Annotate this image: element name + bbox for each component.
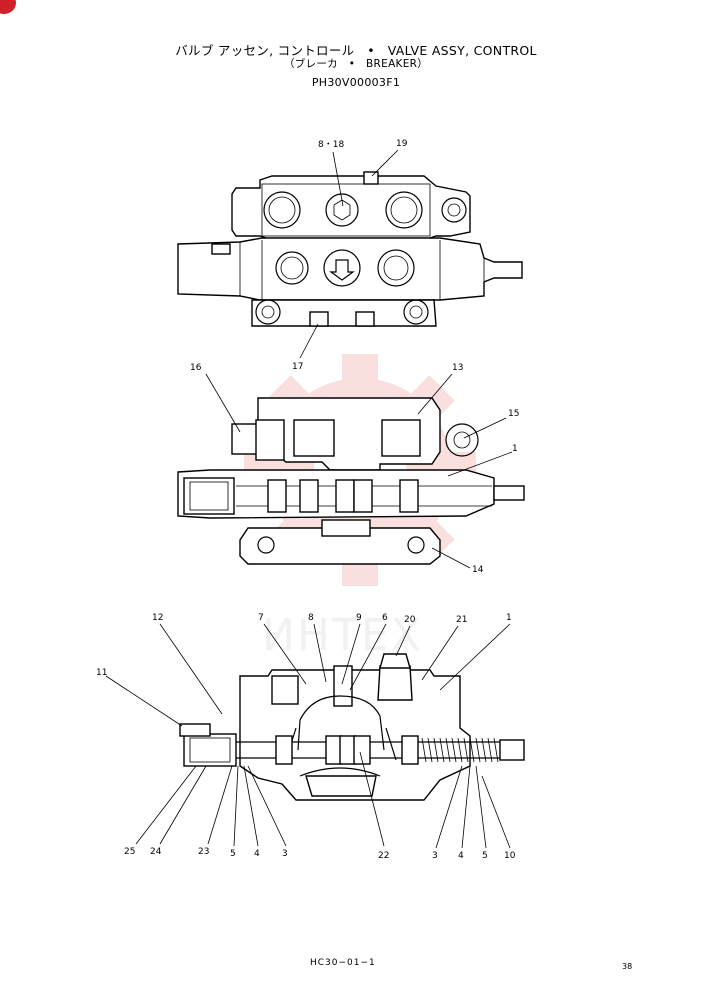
part-code: PH30V00003F1 — [311, 76, 401, 89]
title-line: バルブ アッセン, コントロール • VALVE ASSY, CONTROL — [175, 43, 537, 58]
callout-14: 14 — [472, 565, 484, 575]
callout-15: 15 — [508, 409, 519, 419]
page-number: 38 — [622, 962, 633, 971]
callout-3b: 3 — [432, 851, 438, 861]
middle-view: 16 13 15 1 14 — [177, 363, 525, 575]
callout-8: 8 — [308, 613, 314, 623]
callout-5a: 5 — [230, 849, 236, 859]
callout-16: 16 — [190, 363, 202, 373]
callout-19: 19 — [396, 139, 408, 149]
callout-10: 10 — [504, 851, 516, 861]
callout-1b: 1 — [506, 613, 512, 623]
callout-9: 9 — [356, 613, 362, 623]
watermark-text: ИНТЕХ — [262, 610, 423, 661]
callout-7: 7 — [258, 613, 264, 623]
callout-22: 22 — [378, 851, 389, 861]
corner-mark — [0, 0, 16, 14]
callout-3a: 3 — [282, 849, 288, 859]
callout-5b: 5 — [482, 851, 488, 861]
callout-6: 6 — [382, 613, 388, 623]
callout-12: 12 — [152, 613, 163, 623]
callout-4b: 4 — [458, 851, 464, 861]
callout-17: 17 — [292, 362, 303, 372]
top-view: 8・18 19 17 — [177, 139, 523, 372]
footer-doc-ref: HC30−01−1 — [310, 958, 376, 968]
callout-11: 11 — [96, 668, 107, 678]
callout-4a: 4 — [254, 849, 260, 859]
callout-20: 20 — [404, 615, 416, 625]
callout-21: 21 — [456, 615, 467, 625]
bottom-view: 12 11 7 8 9 6 20 21 1 25 24 23 5 4 3 22 … — [96, 613, 525, 861]
subtitle-line: （ブレーカ • BREAKER） — [283, 58, 429, 70]
callout-25: 25 — [124, 847, 135, 857]
callout-23: 23 — [198, 847, 209, 857]
callout-8-18: 8・18 — [318, 140, 344, 150]
callout-24: 24 — [150, 847, 162, 857]
callout-1: 1 — [512, 444, 518, 454]
callout-13: 13 — [452, 363, 463, 373]
